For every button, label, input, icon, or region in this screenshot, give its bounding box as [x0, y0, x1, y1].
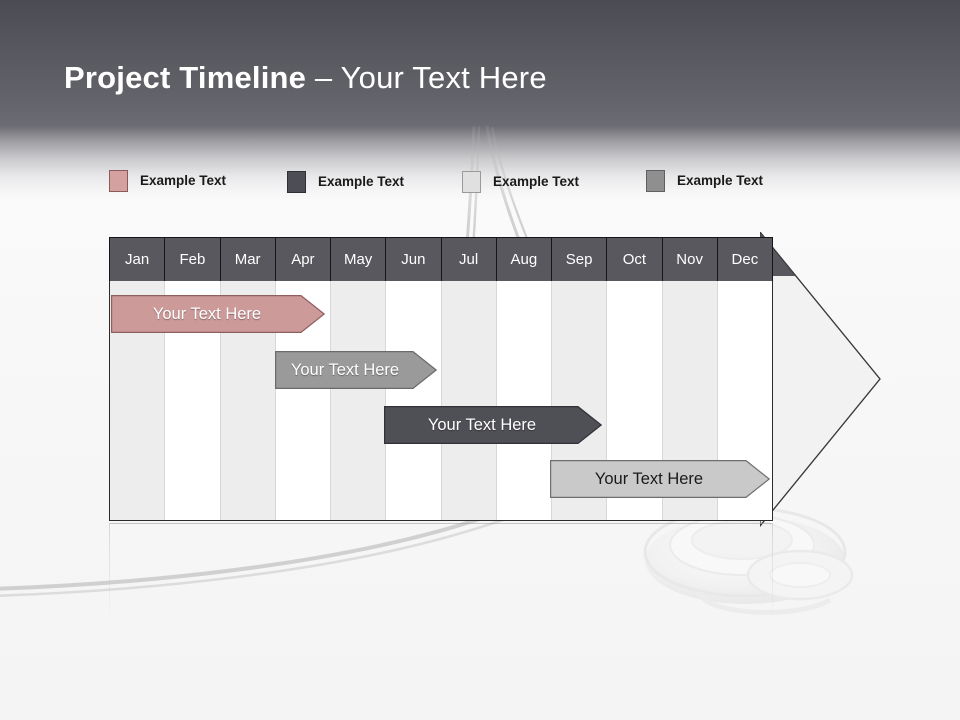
- legend-swatch-icon-4: [646, 170, 665, 192]
- month-header-oct: Oct: [607, 238, 663, 281]
- legend-label-4: Example Text: [677, 173, 764, 189]
- timeline-bar-4[interactable]: Your Text Here: [550, 460, 770, 498]
- legend-label-3: Example Text: [493, 174, 580, 190]
- legend-label-2: Example Text: [318, 174, 405, 190]
- timeline-bar-shape-3: [384, 406, 602, 444]
- legend-swatch-icon-1: [109, 170, 128, 192]
- timeline-bar-3[interactable]: Your Text Here: [384, 406, 602, 444]
- month-column-may: [331, 281, 387, 520]
- month-header-jul: Jul: [442, 238, 497, 281]
- slide-title-strong: Project Timeline: [64, 60, 307, 95]
- timeline-bar-shape-2: [275, 351, 437, 389]
- legend-item-1: Example Text: [109, 170, 226, 192]
- large-outline-arrow: [760, 232, 881, 527]
- timeline-bar-label-1: Your Text Here: [152, 304, 262, 323]
- timeline-bar-1[interactable]: Your Text Here: [111, 295, 325, 333]
- month-header-apr: Apr: [276, 238, 331, 281]
- month-header-nov: Nov: [663, 238, 718, 281]
- month-column-jun: [386, 281, 442, 520]
- slide-title: Project Timeline – Your Text Here: [64, 60, 547, 96]
- legend-item-3: Example Text: [462, 171, 579, 193]
- month-header-aug: Aug: [497, 238, 552, 281]
- legend-swatch-icon-2: [287, 171, 306, 193]
- timeline-bar-label-2: Your Text Here: [290, 360, 400, 379]
- month-header-dec: Dec: [731, 251, 759, 268]
- timeline-bar-shape-4: [550, 460, 770, 498]
- legend-swatch-icon-3: [462, 171, 481, 193]
- legend-label-1: Example Text: [140, 173, 227, 189]
- month-header-mar: Mar: [221, 238, 276, 281]
- month-header-feb: Feb: [165, 238, 221, 281]
- slide-title-light: – Your Text Here: [306, 60, 547, 95]
- timeline-bar-label-4: Your Text Here: [594, 469, 704, 488]
- month-column-jul: [441, 281, 497, 520]
- timeline-bar-label-3: Your Text Here: [427, 415, 537, 434]
- month-header-may: May: [331, 238, 387, 281]
- legend-item-4: Example Text: [646, 170, 763, 192]
- month-column-aug: [496, 281, 552, 520]
- timeline-bar-2[interactable]: Your Text Here: [275, 351, 437, 389]
- month-header-sep: Sep: [552, 238, 608, 281]
- timeline-bar-shape-1: [111, 295, 325, 333]
- month-header-jan: Jan: [110, 238, 166, 281]
- legend-item-2: Example Text: [287, 171, 404, 193]
- month-header-jun: Jun: [386, 238, 442, 281]
